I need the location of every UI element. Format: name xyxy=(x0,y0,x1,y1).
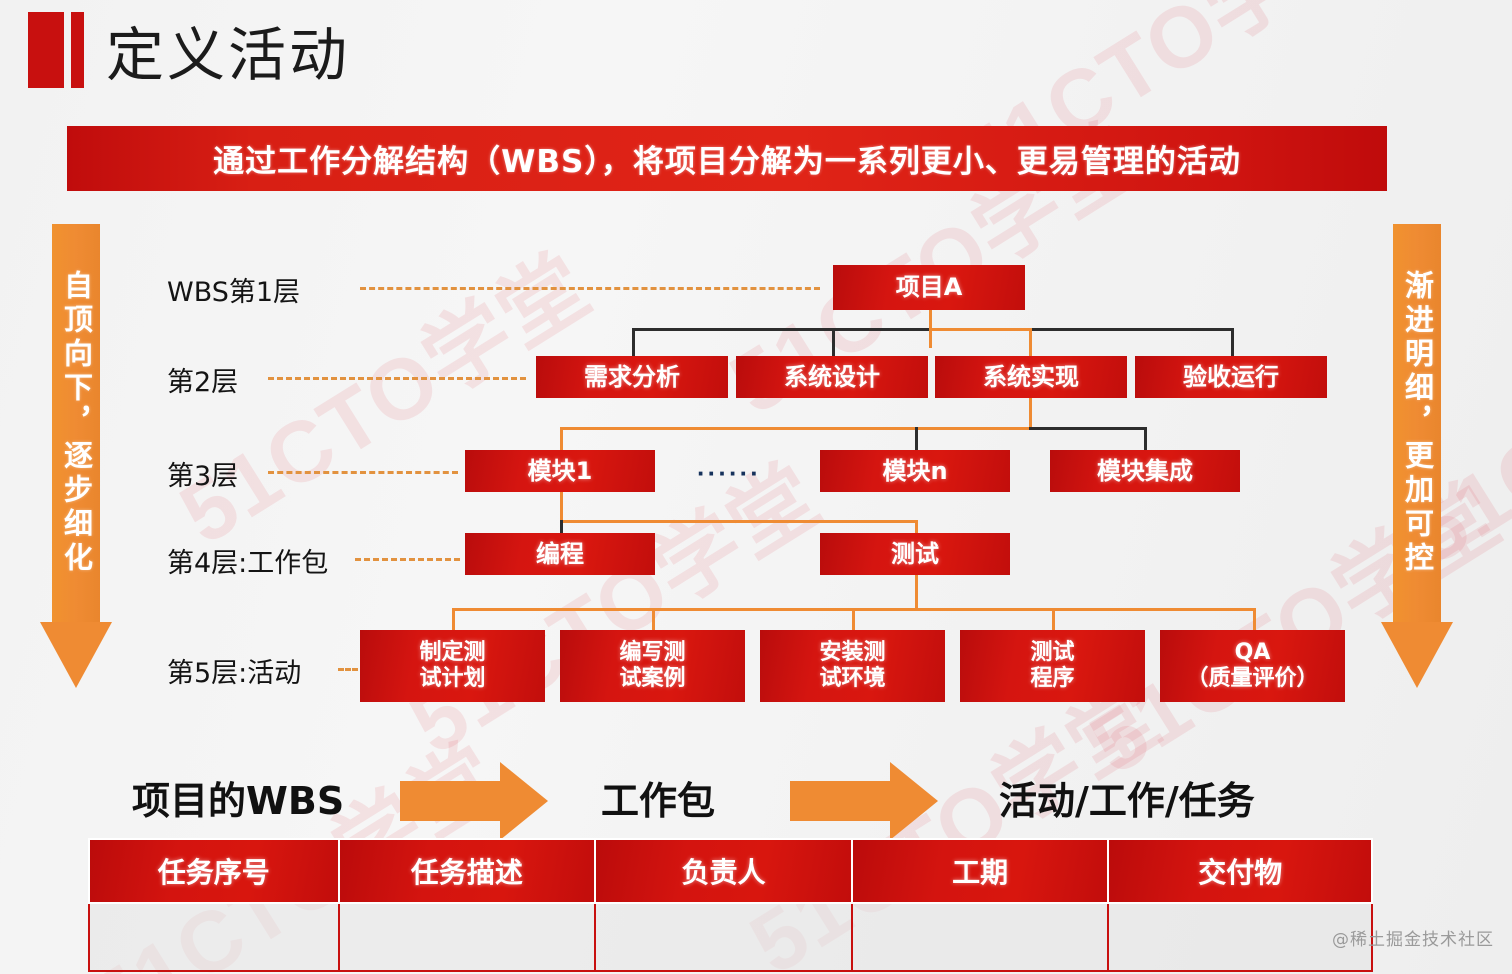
cell-task-desc[interactable] xyxy=(337,902,597,972)
arrow-right-label: 渐进明细，更加可控 xyxy=(1400,270,1435,576)
level-label-1: WBS第1层 xyxy=(167,277,301,308)
wbs-node-acceptance-operation[interactable]: 验收运行 xyxy=(1135,356,1327,398)
arrow-left-label: 自顶向下，逐步细化 xyxy=(59,270,94,576)
connector-l3-drop-1 xyxy=(560,427,563,450)
connector-l4-l5-trunk xyxy=(915,575,918,608)
wbs-node-requirements[interactable]: 需求分析 xyxy=(536,356,728,398)
level-label-2: 第2层 xyxy=(167,367,239,398)
wbs-node-test-program[interactable]: 测试 程序 xyxy=(960,630,1145,702)
level-leader-3 xyxy=(268,471,458,474)
cell-deliverable[interactable] xyxy=(1107,902,1373,972)
flow-step-work-package: 工作包 xyxy=(601,779,716,823)
level-leader-5 xyxy=(338,668,358,671)
wbs-node-testing[interactable]: 测试 xyxy=(820,533,1010,575)
wbs-node-system-implementation[interactable]: 系统实现 xyxy=(935,356,1127,398)
wbs-node-test-environment[interactable]: 安装测 试环境 xyxy=(760,630,945,702)
arrow-head-icon xyxy=(40,622,112,688)
level-label-5: 第5层:活动 xyxy=(167,658,302,689)
connector-l2-drop-3 xyxy=(1029,328,1032,356)
connector-l2-bus-right xyxy=(1029,328,1231,331)
banner: 通过工作分解结构（WBS），将项目分解为一系列更小、更易管理的活动 xyxy=(67,126,1387,191)
connector-l3-bus-left xyxy=(560,427,1029,430)
connector-l2-bus-highlight xyxy=(929,328,1029,331)
wbs-node-project-a[interactable]: 项目A xyxy=(833,265,1025,310)
connector-l3-drop-n xyxy=(915,427,918,450)
title-bars-icon xyxy=(28,12,84,88)
ellipsis-indicator: ······ xyxy=(697,458,761,488)
wbs-node-test-plan[interactable]: 制定测 试计划 xyxy=(360,630,545,702)
banner-text: 通过工作分解结构（WBS），将项目分解为一系列更小、更易管理的活动 xyxy=(213,144,1241,180)
level-label-4: 第4层:工作包 xyxy=(167,548,329,579)
connector-l3-drop-int xyxy=(1144,427,1147,450)
flow-step-activity-task: 活动/工作/任务 xyxy=(999,779,1255,823)
connector-l2-l3-trunk xyxy=(1029,398,1032,427)
connector-l5-drop-4 xyxy=(1052,608,1055,630)
footer-watermark: @稀土掘金技术社区 xyxy=(1332,930,1494,950)
connector-l5-drop-5 xyxy=(1253,608,1256,630)
column-header-duration[interactable]: 工期 xyxy=(850,838,1110,904)
level-leader-2 xyxy=(268,377,526,380)
connector-l2-drop-1 xyxy=(632,328,635,356)
connector-l2-drop-2 xyxy=(832,328,835,356)
connector-l2-bus-left xyxy=(632,328,929,331)
wbs-node-module-1[interactable]: 模块1 xyxy=(465,450,655,492)
flow-arrow-2-icon xyxy=(790,762,938,840)
page-title: 定义活动 xyxy=(106,21,351,89)
connector-l4-drop-testing xyxy=(915,520,918,543)
connector-l4-drop-coding xyxy=(560,520,563,543)
wbs-node-coding[interactable]: 编程 xyxy=(465,533,655,575)
title-row: 定义活动 xyxy=(28,8,350,92)
arrow-head-icon xyxy=(1381,622,1453,688)
wbs-node-qa[interactable]: QA （质量评价） xyxy=(1160,630,1345,702)
connector-l5-drop-2 xyxy=(652,608,655,630)
table-header-row: 任务序号 任务描述 负责人 工期 交付物 xyxy=(88,838,1373,904)
flow-arrow-1-icon xyxy=(400,762,548,840)
column-header-task-desc[interactable]: 任务描述 xyxy=(337,838,597,904)
flow-step-project-wbs: 项目的WBS xyxy=(132,779,345,823)
column-header-deliverable[interactable]: 交付物 xyxy=(1107,838,1373,904)
wbs-node-test-cases[interactable]: 编写测 试案例 xyxy=(560,630,745,702)
cell-task-id[interactable] xyxy=(88,902,340,972)
connector-l5-drop-3 xyxy=(852,608,855,630)
connector-l3-bus-right xyxy=(1029,427,1145,430)
task-table: 任务序号 任务描述 负责人 工期 交付物 xyxy=(88,838,1373,972)
column-header-task-id[interactable]: 任务序号 xyxy=(88,838,340,904)
connector-l4-bus xyxy=(560,520,915,523)
cell-owner[interactable] xyxy=(594,902,853,972)
wbs-node-system-design[interactable]: 系统设计 xyxy=(736,356,928,398)
table-row[interactable] xyxy=(88,902,1373,972)
connector-l5-drop-1 xyxy=(452,608,455,630)
wbs-node-module-n[interactable]: 模块n xyxy=(820,450,1010,492)
connector-l3-l4-trunk xyxy=(560,492,563,520)
level-label-3: 第3层 xyxy=(167,461,239,492)
level-leader-4 xyxy=(355,558,460,561)
arrow-progressive-elaboration: 渐进明细，更加可控 xyxy=(1381,224,1453,688)
arrow-top-down: 自顶向下，逐步细化 xyxy=(40,224,112,688)
wbs-node-module-integration[interactable]: 模块集成 xyxy=(1050,450,1240,492)
level-leader-1 xyxy=(360,287,820,290)
connector-l2-drop-4 xyxy=(1231,328,1234,356)
column-header-owner[interactable]: 负责人 xyxy=(594,838,853,904)
cell-duration[interactable] xyxy=(850,902,1110,972)
